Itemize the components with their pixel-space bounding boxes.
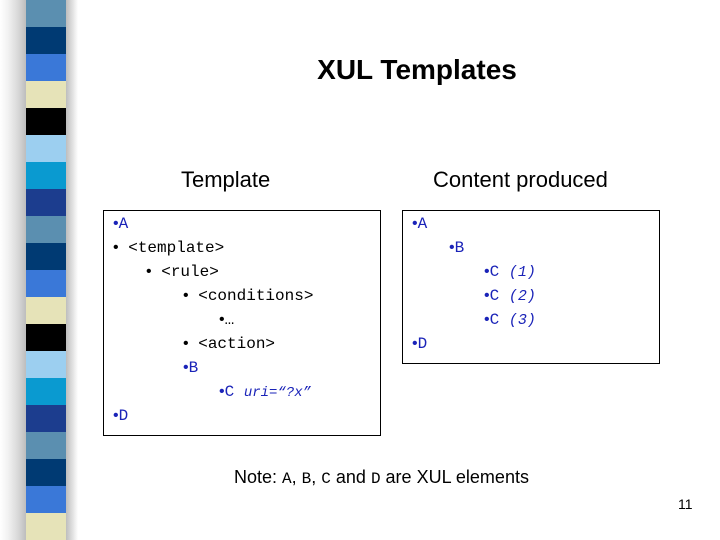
template-line-b: •B bbox=[183, 358, 198, 378]
note-element-d: D bbox=[370, 470, 381, 488]
bullet: • bbox=[146, 263, 152, 280]
element-name: D bbox=[417, 335, 428, 353]
content-line-a: •A bbox=[412, 214, 427, 234]
bullet: • bbox=[113, 407, 119, 424]
content-line-c3: •C (3) bbox=[484, 310, 536, 331]
bullet: • bbox=[412, 335, 418, 352]
element-name: <template> bbox=[128, 239, 225, 257]
content-line-c1: •C (1) bbox=[484, 262, 536, 283]
note-element-c: C bbox=[321, 470, 331, 488]
bullet: • bbox=[219, 383, 225, 400]
bullet: • bbox=[484, 263, 490, 280]
strip-band bbox=[26, 189, 66, 216]
template-box bbox=[103, 210, 381, 436]
strip-band bbox=[26, 459, 66, 486]
element-name: <rule> bbox=[161, 263, 219, 281]
template-line-c: •C uri=“?x” bbox=[219, 382, 311, 403]
strip-band bbox=[26, 351, 66, 378]
content-line-d: •D bbox=[412, 334, 427, 354]
element-name: D bbox=[118, 407, 129, 425]
bullet: • bbox=[484, 311, 490, 328]
content-heading: Content produced bbox=[433, 167, 608, 192]
bullet: • bbox=[183, 335, 189, 352]
strip-band bbox=[26, 27, 66, 54]
bullet: • bbox=[183, 359, 189, 376]
strip-band bbox=[26, 297, 66, 324]
strip-band bbox=[26, 0, 66, 27]
element-name: <action> bbox=[198, 335, 276, 353]
bullet: • bbox=[183, 287, 189, 304]
note-sep: , bbox=[311, 467, 322, 487]
bullet: • bbox=[113, 215, 119, 232]
strip-band bbox=[26, 513, 66, 540]
decorative-color-strip bbox=[26, 0, 66, 540]
template-line-conditions: • <conditions> bbox=[183, 286, 313, 306]
element-name: C bbox=[489, 311, 500, 329]
instance-note: (3) bbox=[508, 312, 536, 329]
bullet: • bbox=[484, 287, 490, 304]
element-name: C bbox=[224, 383, 235, 401]
note-prefix: Note: bbox=[234, 467, 283, 487]
template-heading: Template bbox=[181, 167, 271, 192]
content-box bbox=[402, 210, 660, 364]
template-line-action: • <action> bbox=[183, 334, 275, 354]
strip-band bbox=[26, 432, 66, 459]
content-line-c2: •C (2) bbox=[484, 286, 536, 307]
uri-attribute: uri=“?x” bbox=[243, 385, 312, 401]
strip-band bbox=[26, 486, 66, 513]
template-line-rule: • <rule> bbox=[146, 262, 219, 282]
bullet: • bbox=[449, 239, 455, 256]
note-element-b: B bbox=[301, 470, 312, 488]
content-line-b: •B bbox=[449, 238, 464, 258]
instance-note: (2) bbox=[508, 288, 536, 305]
strip-band bbox=[26, 324, 66, 351]
strip-band bbox=[26, 162, 66, 189]
bullet: • bbox=[113, 239, 119, 256]
strip-band bbox=[26, 108, 66, 135]
strip-band bbox=[26, 378, 66, 405]
element-name: C bbox=[489, 263, 500, 281]
note-element-a: A bbox=[282, 470, 292, 488]
template-line-ellipsis: •… bbox=[219, 310, 234, 330]
bullet: • bbox=[219, 311, 225, 328]
bullet: • bbox=[412, 215, 418, 232]
strip-band bbox=[26, 81, 66, 108]
strip-band bbox=[26, 135, 66, 162]
element-name: … bbox=[224, 311, 235, 329]
element-name: C bbox=[489, 287, 500, 305]
template-line-template: • <template> bbox=[113, 238, 224, 258]
strip-band bbox=[26, 405, 66, 432]
footnote: Note: A, B, C and D are XUL elements bbox=[234, 467, 529, 488]
note-and: and bbox=[330, 467, 371, 487]
strip-band bbox=[26, 270, 66, 297]
strip-band bbox=[26, 54, 66, 81]
element-name: A bbox=[118, 215, 129, 233]
page-number: 11 bbox=[678, 496, 693, 512]
template-line-d: •D bbox=[113, 406, 128, 426]
template-line-a: •A bbox=[113, 214, 128, 234]
slide-title: XUL Templates bbox=[317, 54, 517, 85]
note-sep: , bbox=[291, 467, 302, 487]
element-name: B bbox=[454, 239, 465, 257]
element-name: <conditions> bbox=[198, 287, 314, 305]
element-name: A bbox=[417, 215, 428, 233]
instance-note: (1) bbox=[508, 264, 536, 281]
strip-band bbox=[26, 243, 66, 270]
strip-band bbox=[26, 216, 66, 243]
element-name: B bbox=[188, 359, 199, 377]
note-suffix: are XUL elements bbox=[380, 467, 529, 487]
